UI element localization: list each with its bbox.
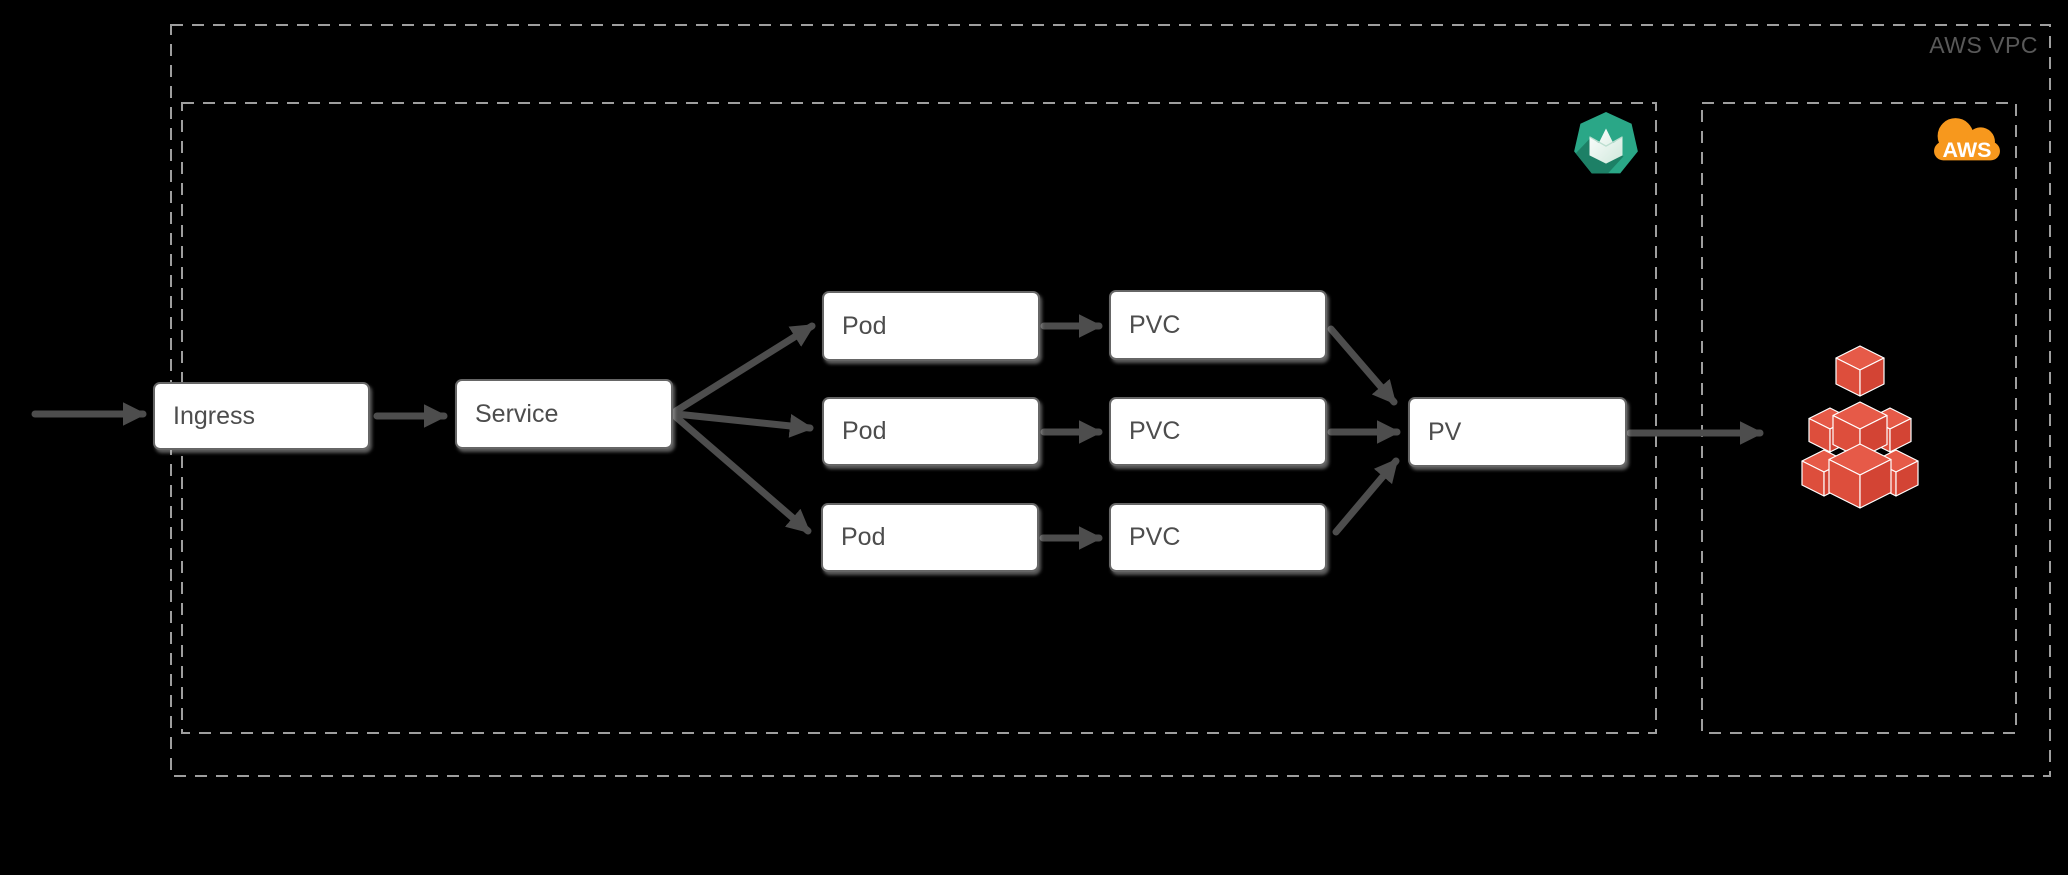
node-pvc-1: PVC: [1109, 290, 1327, 360]
node-pvc-3: PVC: [1109, 503, 1327, 572]
arrow-pvc-3-to-pv: [1332, 457, 1400, 536]
arrow-service-to-pod-1: [672, 322, 816, 415]
node-pod-1: Pod: [822, 291, 1040, 361]
node-service-label: Service: [475, 399, 559, 428]
node-pv: PV: [1408, 397, 1627, 467]
vpc-label: AWS VPC: [1929, 32, 2038, 58]
node-pvc-3-label: PVC: [1129, 523, 1181, 551]
node-service: Service: [455, 379, 673, 449]
aws-storage-cubes-icon: [1801, 345, 1919, 509]
node-pod-3-label: Pod: [841, 523, 886, 551]
kubernetes-icon: [1574, 112, 1638, 174]
node-ingress: Ingress: [153, 382, 370, 450]
node-ingress-label: Ingress: [173, 401, 255, 430]
node-pod-2: Pod: [822, 397, 1040, 466]
aws-cloud-text: AWS: [1943, 138, 1992, 162]
node-pod-2-label: Pod: [842, 417, 887, 445]
arrow-service-to-pod-2: [672, 410, 814, 438]
aws-cloud-icon: AWS: [1934, 118, 2000, 162]
node-pvc-1-label: PVC: [1129, 310, 1181, 339]
node-pvc-2-label: PVC: [1129, 417, 1181, 445]
node-pod-3: Pod: [821, 503, 1039, 572]
arrow-pvc-1-to-pv: [1327, 325, 1398, 406]
node-pvc-2: PVC: [1109, 397, 1327, 466]
node-pv-label: PV: [1428, 417, 1462, 446]
node-pod-1-label: Pod: [842, 311, 887, 340]
aws-services-boundary: [1701, 102, 2017, 734]
aws-vpc-boundary: [170, 24, 2051, 777]
arrow-service-to-pod-3: [672, 413, 812, 535]
